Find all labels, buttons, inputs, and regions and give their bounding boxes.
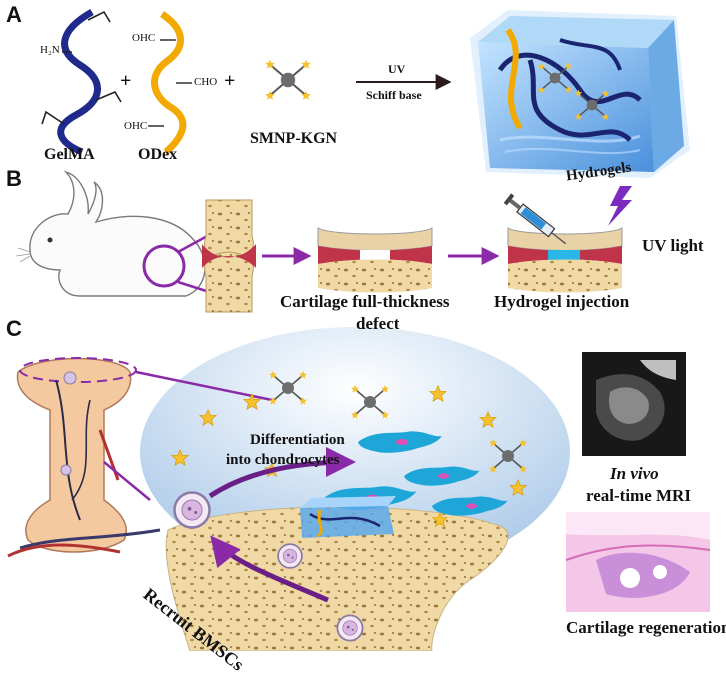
odex-chain xyxy=(151,11,187,155)
injection-joint xyxy=(507,227,623,293)
bmsc-cell xyxy=(336,614,364,642)
injection-label: Hydrogel injection xyxy=(494,292,630,311)
zoom-line-c1 xyxy=(135,370,273,402)
mri-label: real-time MRI xyxy=(586,486,691,505)
aldehyde-label-top: OHC xyxy=(132,32,156,44)
smnp-kgn-particle xyxy=(264,58,312,101)
histology-image xyxy=(565,512,711,612)
amine-label: H₂N xyxy=(40,44,60,56)
arrow-recruit xyxy=(210,535,329,603)
figure-canvas xyxy=(7,8,711,651)
plus-sign-2: + xyxy=(224,70,236,92)
panel-a xyxy=(41,8,690,178)
panel-label-b: B xyxy=(6,166,22,191)
panel-label-a: A xyxy=(6,2,22,27)
gelma-label: GelMA xyxy=(44,146,95,163)
hydrogel-cube xyxy=(470,10,690,178)
gelma-methacrylate-top xyxy=(87,10,111,23)
defect-label-line1: Cartilage full-thickness xyxy=(280,292,450,311)
knee-highlight-circle xyxy=(142,244,186,288)
arrow-differentiation xyxy=(208,447,356,499)
uv-arrow-label: UV xyxy=(388,62,406,76)
odex-label: ODex xyxy=(138,146,178,163)
panel-b xyxy=(15,170,632,313)
syringe-icon xyxy=(503,193,567,245)
uv-light-label: UV light xyxy=(642,236,704,255)
differentiation-label-line1: Differentiation xyxy=(250,432,345,448)
knee-joint xyxy=(202,199,256,313)
bone-illustration xyxy=(7,357,161,558)
gelma-chain xyxy=(57,8,101,156)
regeneration-label: Cartilage regeneration xyxy=(566,618,726,637)
gelma-methacrylate-mid xyxy=(95,90,122,103)
gelma-methacrylate-bot xyxy=(41,110,65,125)
plus-sign-1: + xyxy=(120,70,132,92)
zoom-line-c2 xyxy=(103,461,151,501)
aldehyde-label-bottom: OHC xyxy=(124,120,148,132)
mri-label-italic: In vivo xyxy=(610,464,659,483)
schiff-base-label: Schiff base xyxy=(366,88,422,102)
panel-label-c: C xyxy=(6,316,22,341)
bmsc-cell xyxy=(173,491,211,529)
mri-image xyxy=(582,352,686,456)
smnp-kgn-label: SMNP-KGN xyxy=(250,130,338,147)
bmsc-cell xyxy=(277,543,303,569)
defect-label-line2: defect xyxy=(356,314,400,333)
hydrogel-block xyxy=(300,496,396,538)
rabbit-illustration xyxy=(15,170,206,297)
differentiation-label-line2: into chondrocytes xyxy=(226,452,340,468)
panel-c xyxy=(7,327,711,651)
aldehyde-label-mid: CHO xyxy=(194,76,218,88)
uv-lightning-icon xyxy=(608,186,632,226)
defect-joint xyxy=(317,227,433,293)
